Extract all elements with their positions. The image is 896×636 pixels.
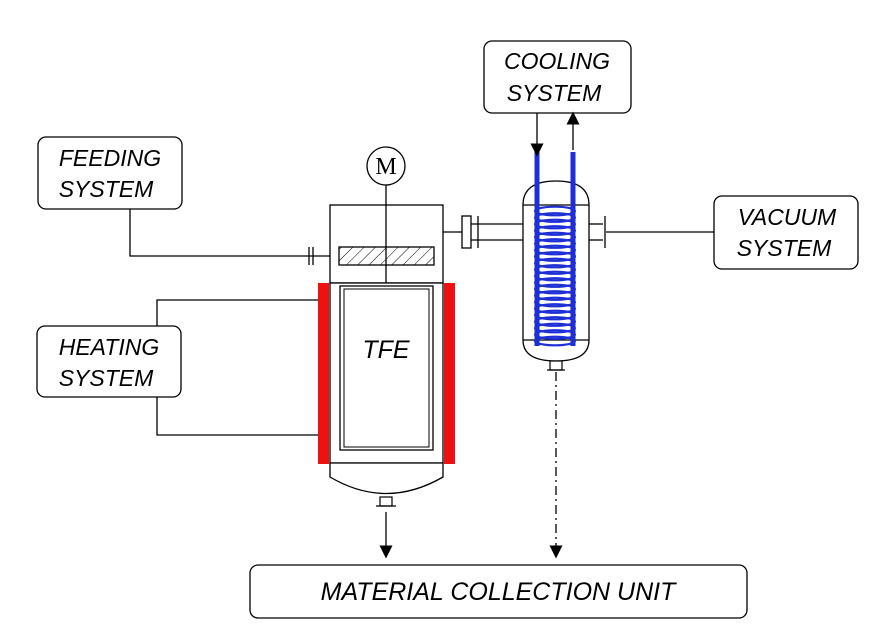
cooling-system-box: COOLING SYSTEM <box>483 40 632 114</box>
vacuum-system-box: VACUUM SYSTEM <box>713 195 859 270</box>
coil-loop <box>533 316 577 327</box>
heating-label-line2: SYSTEM <box>59 365 154 391</box>
coil-loop <box>533 244 577 256</box>
cooling-label-line1: COOLING <box>504 48 610 74</box>
collection-label: MATERIAL COLLECTION UNIT <box>321 578 677 606</box>
heater-bar-icon <box>444 283 455 464</box>
motor-label: M <box>375 154 396 180</box>
coil-loop <box>533 335 577 347</box>
coil-loop <box>533 283 577 295</box>
coil-loop <box>533 251 577 262</box>
coil-loop <box>533 309 577 321</box>
vapor-line <box>443 215 523 249</box>
heating-line-top <box>156 299 318 326</box>
heater-bar-icon <box>318 283 329 464</box>
evaporator-outlet <box>379 496 393 507</box>
motor: M <box>366 146 406 205</box>
evaporator-label: TFE <box>362 336 410 364</box>
rotor-wiper <box>338 246 435 266</box>
heating-label-line1: HEATING <box>59 334 160 360</box>
coil-loop <box>533 329 577 340</box>
coil-loop <box>533 264 577 275</box>
coil-loop <box>533 218 577 230</box>
heating-line-bottom <box>156 397 318 436</box>
coil-loop <box>533 212 577 223</box>
coil-loop <box>533 231 577 243</box>
feeding-system-box: FEEDING SYSTEM <box>37 136 183 210</box>
cooling-label-line2: SYSTEM <box>507 80 602 106</box>
coil-loop <box>533 322 577 334</box>
feeding-label-line1: FEEDING <box>59 145 161 171</box>
evaporator-bottom <box>329 463 444 495</box>
cooling-coil-icon <box>533 152 577 347</box>
vacuum-label-line1: VACUUM <box>738 204 837 230</box>
coil-loop <box>533 270 577 282</box>
coil-loop <box>533 277 577 288</box>
coil-loop <box>533 257 577 269</box>
coil-loop <box>533 303 577 314</box>
coil-loop <box>533 225 577 236</box>
evaporator-body <box>329 282 444 464</box>
coil-loop <box>533 238 577 249</box>
heating-system-box: HEATING SYSTEM <box>36 325 182 398</box>
material-collection-box: MATERIAL COLLECTION UNIT <box>249 564 748 619</box>
coil-loop <box>533 205 577 217</box>
coil-loop <box>533 296 577 308</box>
feeding-line <box>129 209 307 257</box>
condenser-outlet <box>549 360 563 371</box>
vacuum-label-line2: SYSTEM <box>737 235 832 261</box>
feeding-label-line2: SYSTEM <box>59 176 154 202</box>
coil-loop <box>533 290 577 301</box>
thin-film-evaporator: TFE <box>329 204 444 507</box>
